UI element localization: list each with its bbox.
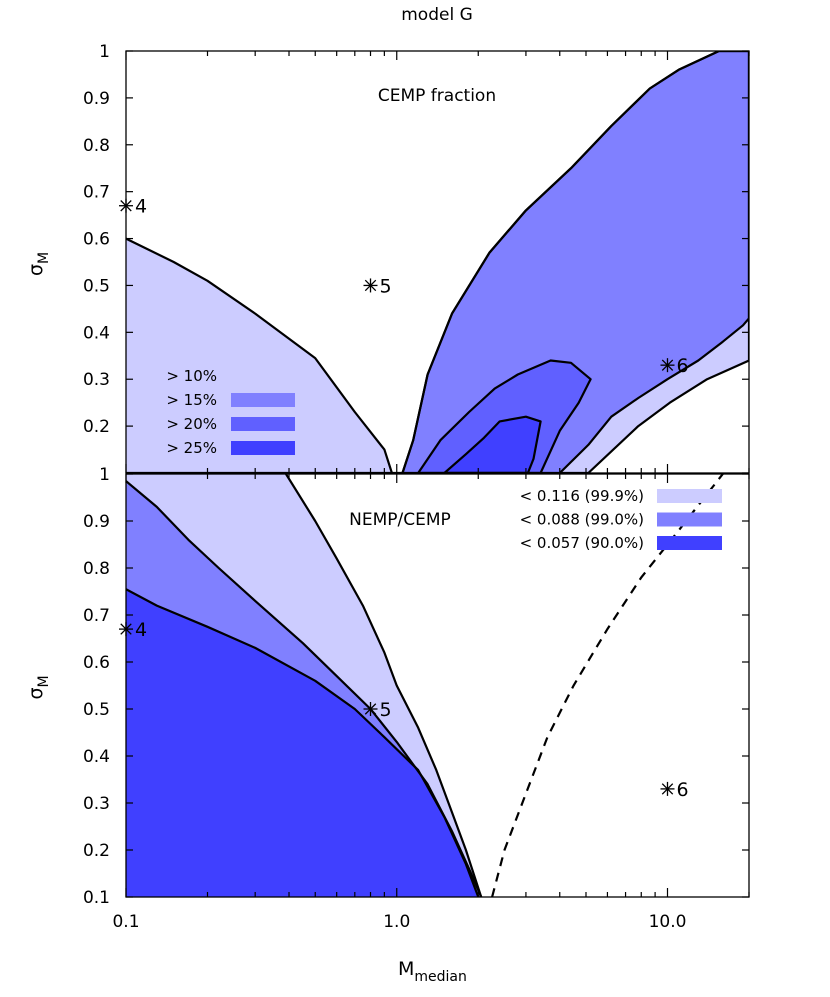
- legend-label: < 0.088 (99.0%): [520, 511, 644, 529]
- x-tick-label: 0.1: [112, 912, 139, 932]
- x-tick-label: 1.0: [383, 912, 410, 932]
- legend-label: < 0.057 (90.0%): [520, 534, 644, 552]
- marker-label: 5: [380, 275, 392, 297]
- y-axis-label-main: σ: [25, 687, 47, 699]
- contour-line-1: [285, 474, 483, 897]
- dashed-boundary-line: [491, 474, 724, 897]
- plot-frame: [125, 473, 750, 898]
- y-tick-label: 0.1: [83, 888, 110, 908]
- legend: > 10% > 15% > 20% > 25%: [166, 367, 295, 457]
- contour-line-3: [126, 588, 480, 897]
- legend-swatch: [231, 369, 295, 383]
- legend-label: < 0.116 (99.9%): [520, 487, 644, 505]
- marker-5: 5: [363, 699, 392, 721]
- marker-4: 4: [119, 619, 147, 641]
- marker-label: 4: [135, 619, 147, 641]
- legend-swatch: [657, 536, 722, 550]
- y-axis-label: σM: [25, 252, 52, 276]
- marker-5: 5: [363, 275, 392, 297]
- y-tick-label: 0.8: [83, 136, 110, 156]
- panel-annotation: NEMP/CEMP: [349, 510, 451, 530]
- y-tick-label: 0.4: [83, 323, 110, 343]
- y-tick-label: 0.7: [83, 183, 110, 203]
- legend-swatch: [657, 489, 722, 503]
- contour-line-2: [401, 51, 749, 473]
- legend-label: > 10%: [166, 367, 217, 385]
- y-tick-label: 0.2: [83, 841, 110, 861]
- x-tick-label: 10.0: [649, 912, 687, 932]
- panel-annotation: CEMP fraction: [378, 86, 496, 106]
- y-axis-label-sub: M: [36, 252, 52, 264]
- contour-region-3: [126, 474, 479, 897]
- contour-line-3: [417, 359, 592, 473]
- marker-label: 6: [676, 779, 688, 801]
- y-tick-label: 0.6: [83, 230, 110, 250]
- x-axis-label: Mmedian: [398, 958, 467, 985]
- y-tick-label: 0.3: [83, 794, 110, 814]
- marker-4: 4: [119, 196, 147, 218]
- y-tick-label: 1: [99, 465, 110, 485]
- marker-6: 6: [660, 779, 689, 801]
- x-axis-label-main: M: [398, 958, 414, 980]
- legend-label: > 20%: [166, 415, 217, 433]
- panel-nemp-cemp: 1 0.9 0.8 0.7 0.6 0.5 0.4 0.3 0.2 0.10.1 1.0 10.0 σM…: [25, 465, 750, 932]
- y-tick-label: 0.7: [83, 606, 110, 626]
- y-tick-label: 0.8: [83, 559, 110, 579]
- panel-cemp-fraction: 1 0.9 0.8 0.7 0.6 0.5 0.4 0.3 0.2 σM CEMP fraction…: [25, 42, 750, 474]
- plot-area: [126, 51, 749, 473]
- y-tick-label: 0.5: [83, 700, 110, 720]
- marker-label: 6: [676, 355, 688, 377]
- y-tick-label: 0.9: [83, 89, 110, 109]
- contour-region-4: [444, 416, 541, 473]
- y-tick-label: 0.4: [83, 747, 110, 767]
- x-axis-label-sub: median: [414, 969, 466, 985]
- y-tick-label: 0.6: [83, 653, 110, 673]
- marker-6: 6: [660, 355, 689, 377]
- legend: < 0.116 (99.9%) < 0.088 (99.0%) < 0.057 (9…: [520, 487, 722, 552]
- y-tick-label: 0.5: [83, 276, 110, 296]
- y-axis-label-main: σ: [25, 264, 47, 276]
- y-tick-label: 0.2: [83, 417, 110, 437]
- marker-label: 4: [135, 196, 147, 218]
- y-tick-label: 0.3: [83, 370, 110, 390]
- legend-swatch: [231, 393, 295, 407]
- marker-label: 5: [380, 699, 392, 721]
- y-axis-label: σM: [25, 675, 52, 699]
- figure-title: model G: [401, 5, 473, 25]
- y-tick-label: 1: [99, 42, 110, 62]
- legend-swatch: [231, 441, 295, 455]
- legend-label: > 15%: [166, 391, 217, 409]
- y-tick-label: 0.9: [83, 512, 110, 532]
- plot-area: [126, 474, 724, 897]
- legend-swatch: [231, 417, 295, 431]
- plot-frame: [125, 50, 750, 474]
- contour-region-2: [402, 51, 749, 473]
- contour-line-4: [443, 415, 542, 473]
- y-axis-label-sub: M: [36, 675, 52, 687]
- legend-label: > 25%: [166, 439, 217, 457]
- contour-region-3: [418, 360, 591, 473]
- legend-swatch: [657, 512, 722, 527]
